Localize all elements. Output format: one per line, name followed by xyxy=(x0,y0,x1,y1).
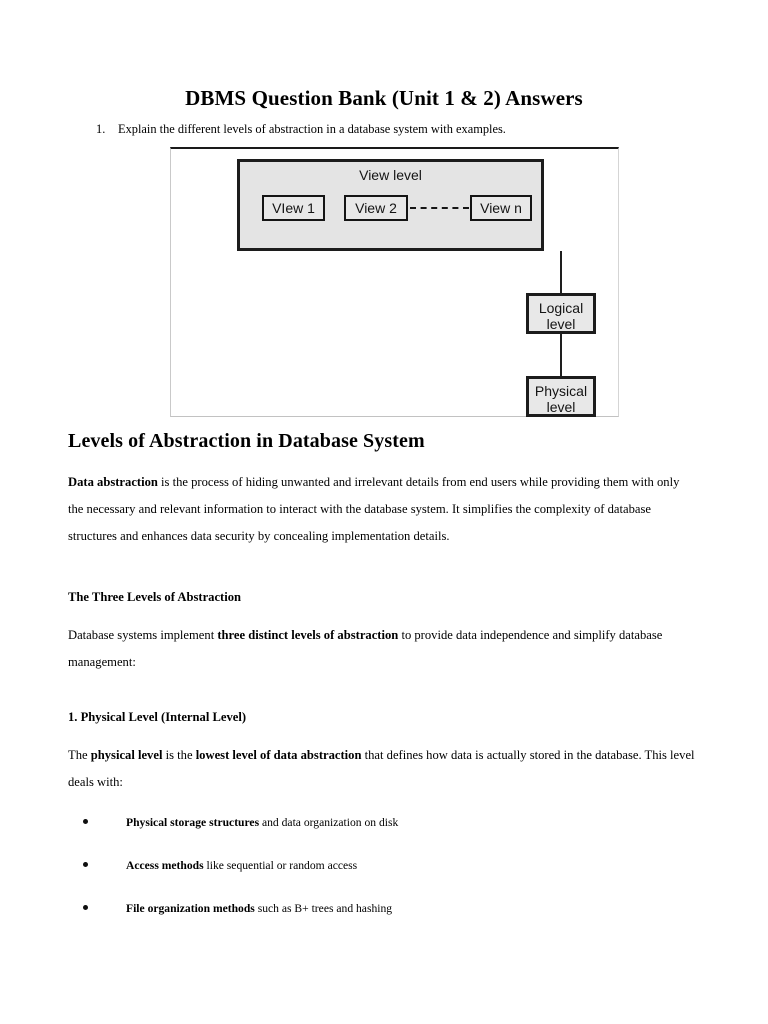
three-levels-paragraph: Database systems implement three distinc… xyxy=(68,622,668,676)
three-levels-part1: Database systems implement xyxy=(68,628,218,642)
intro-lead-bold: Data abstraction xyxy=(68,475,158,489)
list-item: Physical storage structures and data org… xyxy=(68,816,688,859)
three-levels-heading: The Three Levels of Abstraction xyxy=(68,590,242,604)
bullet-dot-icon xyxy=(83,862,88,867)
three-levels-bold: three distinct levels of abstraction xyxy=(217,628,399,642)
list-item-bold: Access methods xyxy=(126,859,204,872)
view-box-n: View n xyxy=(470,195,532,221)
physical-level-box: Physical level xyxy=(526,376,596,417)
view-level-label: View level xyxy=(359,167,422,183)
list-item-rest: and data organization on disk xyxy=(259,816,399,829)
list-item-bold: File organization methods xyxy=(126,902,255,915)
section-heading: Levels of Abstraction in Database System xyxy=(68,430,425,452)
connector-logical-to-physical xyxy=(560,333,562,377)
logical-level-box: Logical level xyxy=(526,293,596,334)
bullet-dot-icon xyxy=(83,819,88,824)
physical-bold1: physical level xyxy=(90,748,163,762)
list-item-text: Access methods like sequential or random… xyxy=(126,859,357,873)
physical-level-heading: 1. Physical Level (Internal Level) xyxy=(68,710,247,724)
physical-part1: The xyxy=(68,748,91,762)
physical-bold2: lowest level of data abstraction xyxy=(195,748,362,762)
intro-paragraph: Data abstraction is the process of hidin… xyxy=(68,469,694,550)
page-title: DBMS Question Bank (Unit 1 & 2) Answers xyxy=(185,86,583,110)
list-item-text: File organization methods such as B+ tre… xyxy=(126,902,392,916)
three-levels-part2: to provide data independence and simplif… xyxy=(68,628,663,669)
physical-level-line-2: level xyxy=(546,399,576,415)
list-item: File organization methods such as B+ tre… xyxy=(68,902,688,945)
physical-level-paragraph: The physical level is the lowest level o… xyxy=(68,742,696,796)
list-item: Access methods like sequential or random… xyxy=(68,859,688,902)
dashed-connector-icon xyxy=(410,207,469,209)
question-text: Explain the different levels of abstract… xyxy=(118,122,506,136)
list-item-rest: like sequential or random access xyxy=(203,859,358,872)
physical-level-line-1: Physical xyxy=(534,383,588,399)
view-box-2: View 2 xyxy=(344,195,408,221)
question-number: 1. xyxy=(96,122,106,136)
intro-rest: is the process of hiding unwanted and ir… xyxy=(68,475,680,543)
connector-view-to-logical xyxy=(560,251,562,294)
logical-level-line-1: Logical xyxy=(538,300,584,316)
bullet-dot-icon xyxy=(83,905,88,910)
view-level-container: View level VIew 1 View 2 View n xyxy=(237,159,544,251)
question-item: 1. Explain the different levels of abstra… xyxy=(96,122,696,137)
logical-level-line-2: level xyxy=(546,316,576,332)
view-box-1: VIew 1 xyxy=(262,195,325,221)
list-item-bold: Physical storage structures xyxy=(126,816,260,829)
list-item-rest: such as B+ trees and hashing xyxy=(254,902,393,915)
levels-of-abstraction-figure: View level VIew 1 View 2 View n Logical … xyxy=(170,147,619,417)
physical-level-bullet-list: Physical storage structures and data org… xyxy=(68,816,688,945)
physical-part2: is the xyxy=(162,748,196,762)
list-item-text: Physical storage structures and data org… xyxy=(126,816,398,830)
physical-part3: that defines how data is actually stored… xyxy=(68,748,695,789)
